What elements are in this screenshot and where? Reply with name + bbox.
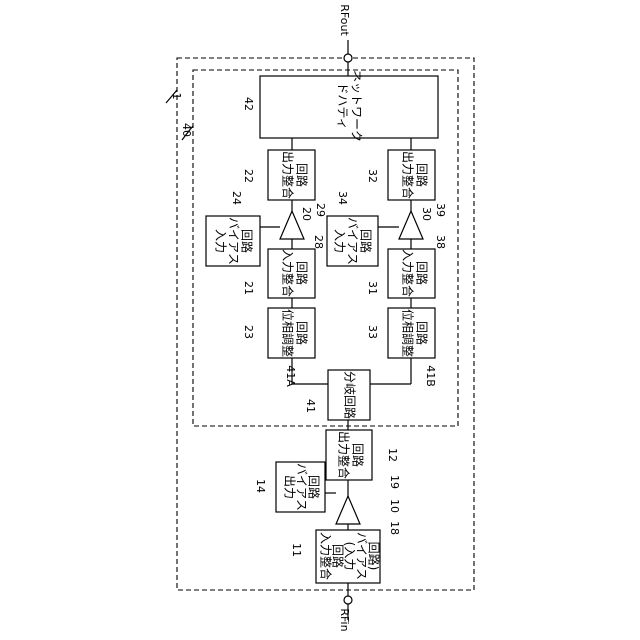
doherty-network-block: ドハティ ネットワーク <box>260 70 438 142</box>
ref-doherty-network: 42 <box>242 97 255 111</box>
output-match-peak-label-2: 回路 <box>415 163 430 187</box>
input-bias-main-block: 入力 バイアス 回路 <box>206 216 260 266</box>
output-match-peak-block: 出力整合 回路 <box>388 150 435 200</box>
ref-split-b: 41B <box>424 365 437 387</box>
ref-driver-amp: 10 <box>388 499 401 513</box>
ref-phase-main: 23 <box>242 325 255 339</box>
ref-amp-peak-in: 38 <box>434 235 447 249</box>
ref-amp-peak: 30 <box>420 207 433 221</box>
input-match-peak-label-1: 入力整合 <box>401 249 416 297</box>
driver-output-bias-label-3: 回路 <box>307 475 322 499</box>
ref-driver-in-match: 11 <box>290 543 303 557</box>
ref-amp-main-in: 28 <box>312 235 325 249</box>
driver-amplifier-icon <box>336 496 360 524</box>
ref-driver-amp-in: 18 <box>388 521 401 535</box>
ref-driver-out-match: 12 <box>386 448 399 462</box>
ref-amp-main: 20 <box>300 207 313 221</box>
output-match-main-label-1: 出力整合 <box>281 151 296 199</box>
driver-input-match-block: 入力整合 回路 (入力 バイアス 回路) <box>316 530 382 583</box>
input-bias-peak-label-3: 回路 <box>359 229 374 253</box>
ref-out-match-main: 22 <box>242 169 255 183</box>
input-bias-peak-label-1: 入力 <box>333 229 347 253</box>
ref-in-match-peak: 31 <box>366 281 379 295</box>
phase-adjust-peak-label-2: 回路 <box>415 321 430 345</box>
phase-adjust-main-label-1: 位相調整 <box>281 309 296 357</box>
phase-adjust-peak-block: 位相調整 回路 <box>388 308 435 358</box>
output-match-peak-label-1: 出力整合 <box>401 151 416 199</box>
driver-output-bias-block: 出力 バイアス 回路 <box>276 462 325 512</box>
driver-input-match-label-5: 回路) <box>367 542 382 571</box>
phase-adjust-main-block: 位相調整 回路 <box>268 308 315 358</box>
input-match-main-block: 入力整合 回路 <box>268 249 315 298</box>
driver-input-match-label-4: バイアス <box>355 532 369 580</box>
input-match-peak-label-2: 回路 <box>415 261 430 285</box>
input-bias-peak-block: 入力 バイアス 回路 <box>327 216 378 266</box>
rf-in-terminal-icon <box>344 596 352 604</box>
ref-amp-peak-out: 39 <box>434 203 447 217</box>
rf-in-label: RFin <box>338 608 351 631</box>
ref-driver-amp-out: 19 <box>388 475 401 489</box>
ref-amp-main-out: 29 <box>314 203 327 217</box>
driver-output-match-block: 出力整合 回路 <box>326 430 372 480</box>
output-match-main-block: 出力整合 回路 <box>268 150 315 200</box>
input-match-main-label-1: 入力整合 <box>281 249 296 297</box>
input-bias-main-label-3: 回路 <box>240 229 255 253</box>
ref-split-a: 41A <box>284 365 297 387</box>
driver-output-match-label-1: 出力整合 <box>337 431 352 479</box>
phase-adjust-peak-label-1: 位相調整 <box>401 309 416 357</box>
doherty-network-label-2: ネットワーク <box>350 70 364 142</box>
peak-amplifier-icon <box>399 211 423 239</box>
ref-splitter: 41 <box>304 399 317 413</box>
ref-driver-bias: 14 <box>254 479 267 493</box>
driver-output-bias-label-2: バイアス <box>295 463 309 511</box>
rf-out-label: RFout <box>338 4 351 36</box>
driver-input-match-label-3: (入力 <box>343 542 357 571</box>
phase-adjust-main-label-2: 回路 <box>295 321 310 345</box>
splitter-block: 分岐回路 <box>328 370 370 420</box>
ref-bias-peak: 34 <box>336 191 349 205</box>
input-bias-main-label-1: 入力 <box>214 229 228 253</box>
input-bias-main-label-2: バイアス <box>227 217 241 265</box>
ref-in-match-main: 21 <box>242 281 255 295</box>
driver-output-bias-label-1: 出力 <box>283 475 297 499</box>
splitter-label: 分岐回路 <box>343 371 358 419</box>
ref-doherty-group: 40 <box>180 123 193 137</box>
ref-phase-peak: 33 <box>366 325 379 339</box>
input-match-peak-block: 入力整合 回路 <box>388 249 435 298</box>
driver-output-match-label-2: 回路 <box>351 443 366 467</box>
rf-out-terminal-icon <box>344 54 352 62</box>
output-match-main-label-2: 回路 <box>295 163 310 187</box>
ref-bias-main: 24 <box>230 191 243 205</box>
ref-out-match-peak: 32 <box>366 169 379 183</box>
input-match-main-label-2: 回路 <box>295 261 310 285</box>
doherty-network-label-1: ドハティ <box>336 82 350 129</box>
ref-module: 1 <box>170 93 183 100</box>
input-bias-peak-label-2: バイアス <box>346 217 360 265</box>
